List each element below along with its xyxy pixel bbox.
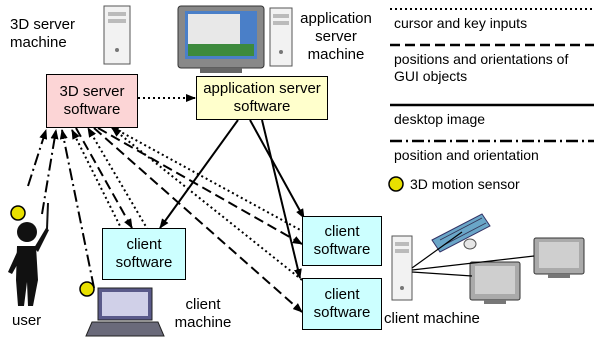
app-software-label: application server software: [203, 80, 321, 115]
client-machine-laptop-label: client machine: [174, 296, 232, 331]
gui-pose-lines: [75, 127, 303, 313]
legend-desktop: desktop image: [394, 111, 486, 127]
tower-pc-icon: [269, 7, 293, 67]
client-software-label: client software: [313, 223, 371, 258]
legend-cursor: cursor and key inputs: [394, 15, 528, 31]
monitor-icon: [177, 5, 265, 73]
client-software-right-top-box: client software: [302, 216, 382, 266]
pose-lines: [27, 129, 95, 289]
tower-pc-icon: [103, 5, 131, 65]
app-machine-label: application server machine: [300, 10, 372, 63]
tower-pc-icon: [391, 235, 413, 301]
user-figure-icon: [8, 202, 49, 306]
monitor-icon: [533, 237, 585, 278]
client-software-label: client software: [313, 286, 371, 321]
sensor-dot-icon: [388, 176, 404, 192]
device-cables: [411, 231, 535, 277]
cursor-input-lines: [71, 94, 305, 281]
legend-lines: [390, 8, 594, 143]
client-software-label: client software: [115, 236, 173, 271]
legend-sensor: 3D motion sensor: [410, 176, 520, 192]
client-software-left-box: client software: [102, 228, 186, 280]
user-label: user: [12, 312, 42, 329]
sensor-dot-icon: [10, 205, 26, 221]
monitor-icon: [469, 261, 521, 304]
client-software-right-bottom-box: client software: [302, 278, 382, 330]
server3d-software-label: 3D server software: [59, 83, 125, 118]
legend-gui: positions and orientations of GUI object…: [394, 51, 569, 84]
legend-pose: position and orientation: [394, 147, 539, 163]
laptop-icon: [85, 287, 165, 337]
client-machine-right-label: client machine: [384, 310, 480, 327]
server3d-software-box: 3D server software: [46, 74, 138, 128]
server3d-machine-label: 3D server machine: [10, 16, 76, 51]
desktop-image-lines: [159, 119, 305, 279]
sensor-dot-icon: [79, 281, 95, 297]
mouse-icon: [463, 238, 477, 250]
app-software-box: application server software: [196, 76, 328, 120]
